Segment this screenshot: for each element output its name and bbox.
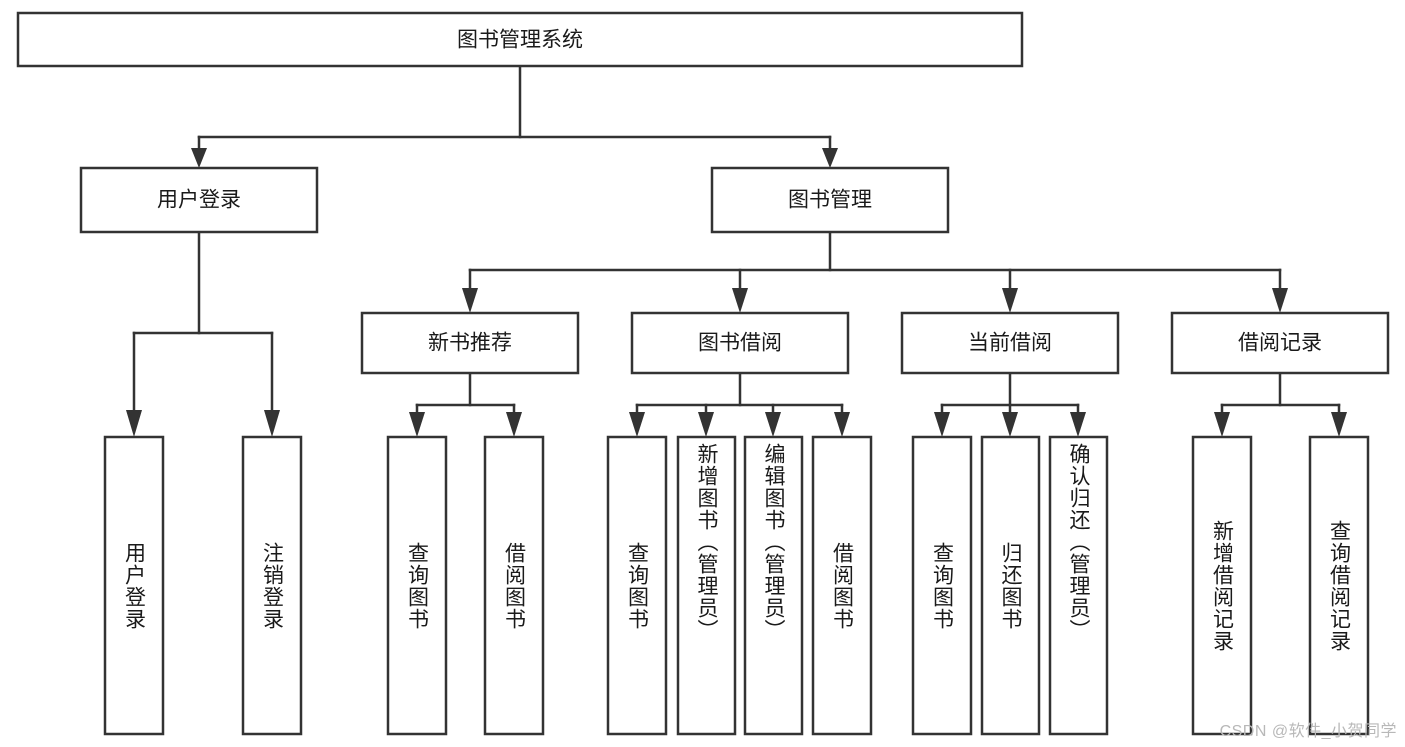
arrow-head-leaf-logout-login — [264, 410, 280, 437]
leaf-logout-login-box[interactable] — [241, 435, 303, 736]
arrow-head-leaf-borrow-book-1 — [506, 412, 522, 437]
node-current-borrow[interactable]: 当前借阅 — [900, 311, 1120, 375]
leaf-borrow-book-1-box[interactable] — [483, 435, 545, 736]
arrow-head-leaf-return-book — [1002, 412, 1018, 437]
arrow-head-current-borrow — [1002, 288, 1018, 313]
node-book-management[interactable]: 图书管理 — [710, 166, 950, 234]
node-new-book-recommend[interactable]: 新书推荐 — [360, 311, 580, 375]
node-book-borrow-box[interactable] — [630, 311, 850, 375]
arrow-head-leaf-query-record — [1331, 412, 1347, 437]
arrow-head-leaf-query-book-1 — [409, 412, 425, 437]
leaf-add-book-box[interactable] — [676, 435, 737, 736]
connector-group — [126, 64, 1347, 437]
node-user-login[interactable]: 用户登录 — [79, 166, 319, 234]
leaf-query-record-box[interactable] — [1308, 435, 1370, 736]
leaf-add-record-box[interactable] — [1191, 435, 1253, 736]
arrow-head-leaf-add-book — [698, 412, 714, 437]
arrow-head-leaf-user-login — [126, 410, 142, 437]
node-book-borrow[interactable]: 图书借阅 — [630, 311, 850, 375]
arrow-head-leaf-edit-book — [765, 412, 781, 437]
arrow-head-borrow-record — [1272, 288, 1288, 313]
node-root[interactable]: 图书管理系统 — [16, 11, 1024, 68]
node-book-management-label: 图书管理 — [788, 189, 872, 212]
leaf-return-book-box[interactable] — [980, 435, 1041, 736]
arrow-head-user-login — [191, 148, 207, 168]
leaf-query-book-3-box[interactable] — [911, 435, 973, 736]
node-new-book-recommend-box[interactable] — [360, 311, 580, 375]
csdn-watermark: CSDN @软件_小贺同学 — [1219, 723, 1397, 740]
leaf-query-book-1-box[interactable] — [386, 435, 448, 736]
node-current-borrow-box[interactable] — [900, 311, 1120, 375]
arrow-head-leaf-add-record — [1214, 412, 1230, 437]
node-root-box[interactable] — [16, 11, 1024, 68]
node-borrow-record[interactable]: 借阅记录 — [1170, 311, 1390, 375]
arrow-head-leaf-query-book-3 — [934, 412, 950, 437]
leaf-user-login-box[interactable] — [103, 435, 165, 736]
node-user-login-label: 用户登录 — [157, 189, 241, 212]
node-book-management-box[interactable] — [710, 166, 950, 234]
arrow-head-book-management — [822, 148, 838, 168]
leaf-edit-book-box[interactable] — [743, 435, 804, 736]
arrow-head-leaf-confirm-return — [1070, 412, 1086, 437]
leaf-borrow-book-2-box[interactable] — [811, 435, 873, 736]
arrow-head-leaf-borrow-book-2 — [834, 412, 850, 437]
node-root-label: 图书管理系统 — [457, 29, 583, 52]
arrow-head-new-book-recommend — [462, 288, 478, 313]
node-borrow-record-label: 借阅记录 — [1238, 332, 1322, 355]
node-new-book-recommend-label: 新书推荐 — [428, 332, 512, 355]
node-user-login-box[interactable] — [79, 166, 319, 234]
leaf-node-group — [103, 435, 1370, 736]
node-current-borrow-label: 当前借阅 — [968, 332, 1052, 355]
leaf-confirm-return-box[interactable] — [1048, 435, 1109, 736]
node-book-borrow-label: 图书借阅 — [698, 332, 782, 355]
arrow-head-leaf-query-book-2 — [629, 412, 645, 437]
node-borrow-record-box[interactable] — [1170, 311, 1390, 375]
arrow-head-book-borrow — [732, 288, 748, 313]
leaf-query-book-2-box[interactable] — [606, 435, 668, 736]
